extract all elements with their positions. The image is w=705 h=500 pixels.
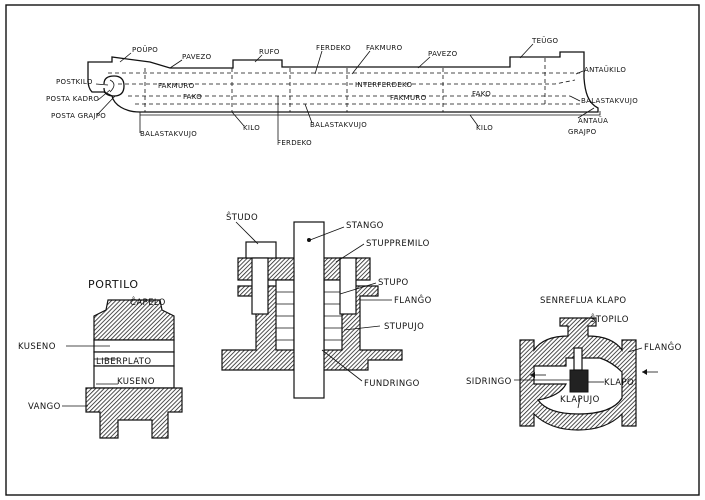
label-klapujo: KLAPUJO — [560, 395, 600, 405]
label-teugo: TEŬGO — [531, 36, 558, 45]
label-fako-left: FAKO — [183, 93, 202, 101]
gland-packing-left — [275, 279, 295, 351]
ship-keel — [140, 111, 601, 116]
label-sidringo: SIDRINGO — [466, 377, 512, 387]
label-posta-kadro: POSTA KADRO — [46, 95, 99, 103]
valve-stem — [573, 347, 583, 371]
valve-flap — [569, 369, 589, 393]
gland-stud-left — [251, 257, 269, 315]
stern-rudder — [109, 79, 115, 93]
label-stupo: STUPO — [378, 278, 409, 288]
flow-arrow-right — [642, 369, 647, 375]
label-ferdeko-top: FERDEKO — [316, 44, 351, 52]
label-stuppremilo: STUPPREMILO — [366, 239, 430, 249]
label-fakmuro-left: FAKMURO — [158, 82, 195, 90]
label-postkilo: POSTKILO — [56, 78, 93, 86]
label-grajpo: GRAJPO — [568, 128, 597, 136]
label-stopilo: ŜTOPILO — [590, 313, 629, 325]
shaft-marker — [307, 238, 311, 242]
label-kuseno-inner: KUSENO — [117, 377, 155, 387]
label-capelo: ĈAPELO — [130, 296, 166, 308]
packing-hatch — [276, 291, 342, 341]
ship-diagram: POŬPO PAVEZO RUFO FERDEKO FAKMURO PAVEZO… — [46, 36, 638, 147]
label-interferdeko: INTERFERDEKO — [355, 81, 412, 89]
label-ferdeko-bottom: FERDEKO — [277, 139, 312, 147]
label-antaua: ANTAŬA — [578, 116, 608, 125]
gland-diagram: ŜTUDO STANGO STUPPREMILO STUPO FLANĜO ST… — [221, 211, 432, 399]
label-pavezo-stern: PAVEZO — [182, 53, 212, 61]
label-posta-grajpo: POSTA GRAJPO — [51, 112, 106, 120]
label-balastakvujo-left: BALASTAKVUJO — [140, 130, 197, 138]
label-pavezo-bow: PAVEZO — [428, 50, 458, 58]
label-vango: VANGO — [28, 402, 61, 412]
label-stango: STANGO — [346, 221, 384, 231]
porthole-diagram: PORTILO ĈAPELO KUSENO LIBERPLATO KUSENO … — [18, 278, 183, 439]
label-studo: ŜTUDO — [226, 211, 258, 223]
ship-leader-lines — [95, 43, 595, 140]
page-border — [5, 4, 700, 496]
stern-frame — [103, 75, 125, 97]
label-fundringo: FUNDRINGO — [364, 379, 420, 389]
label-balastakvujo-mid: BALASTAKVUJO — [310, 121, 367, 129]
ship-hull — [87, 51, 599, 113]
gland-stud-nut-left — [245, 241, 277, 259]
gland-stud-right — [339, 257, 357, 315]
label-kuseno-left: KUSENO — [18, 342, 56, 352]
label-balastakvujo-right: BALASTAKVUJO — [581, 97, 638, 105]
ship-interdeck-line — [118, 79, 576, 85]
gland-packing-right — [323, 279, 343, 351]
label-flango: FLANĜO — [394, 294, 432, 306]
valve-diagram: SENREFLUA KLAPO ŜTOPILO FLANĜO SIDRINGO … — [466, 296, 682, 431]
label-klapo: KLAPO — [604, 378, 634, 388]
label-rufo: RUFO — [259, 48, 280, 56]
porthole-title: PORTILO — [88, 278, 139, 291]
label-liberplato: LIBERPLATO — [96, 357, 151, 367]
label-fakmuro-mid: FAKMURO — [390, 94, 427, 102]
label-kilo-right: KILO — [476, 124, 493, 132]
label-fakmuro-top: FAKMURO — [366, 44, 403, 52]
label-kilo-left: KILO — [243, 124, 260, 132]
valve-title: SENREFLUA KLAPO — [540, 296, 626, 306]
label-stupujo: STUPUJO — [384, 322, 424, 332]
label-valve-flango: FLANĜO — [644, 341, 682, 353]
porthole-flange — [85, 387, 183, 439]
label-fako-right: FAKO — [472, 90, 491, 98]
flow-arrow-left — [530, 372, 535, 378]
gland-shaft — [293, 221, 325, 399]
label-poupo: POŬPO — [132, 45, 158, 54]
label-antaukilo: ANTAŬKILO — [584, 65, 626, 74]
